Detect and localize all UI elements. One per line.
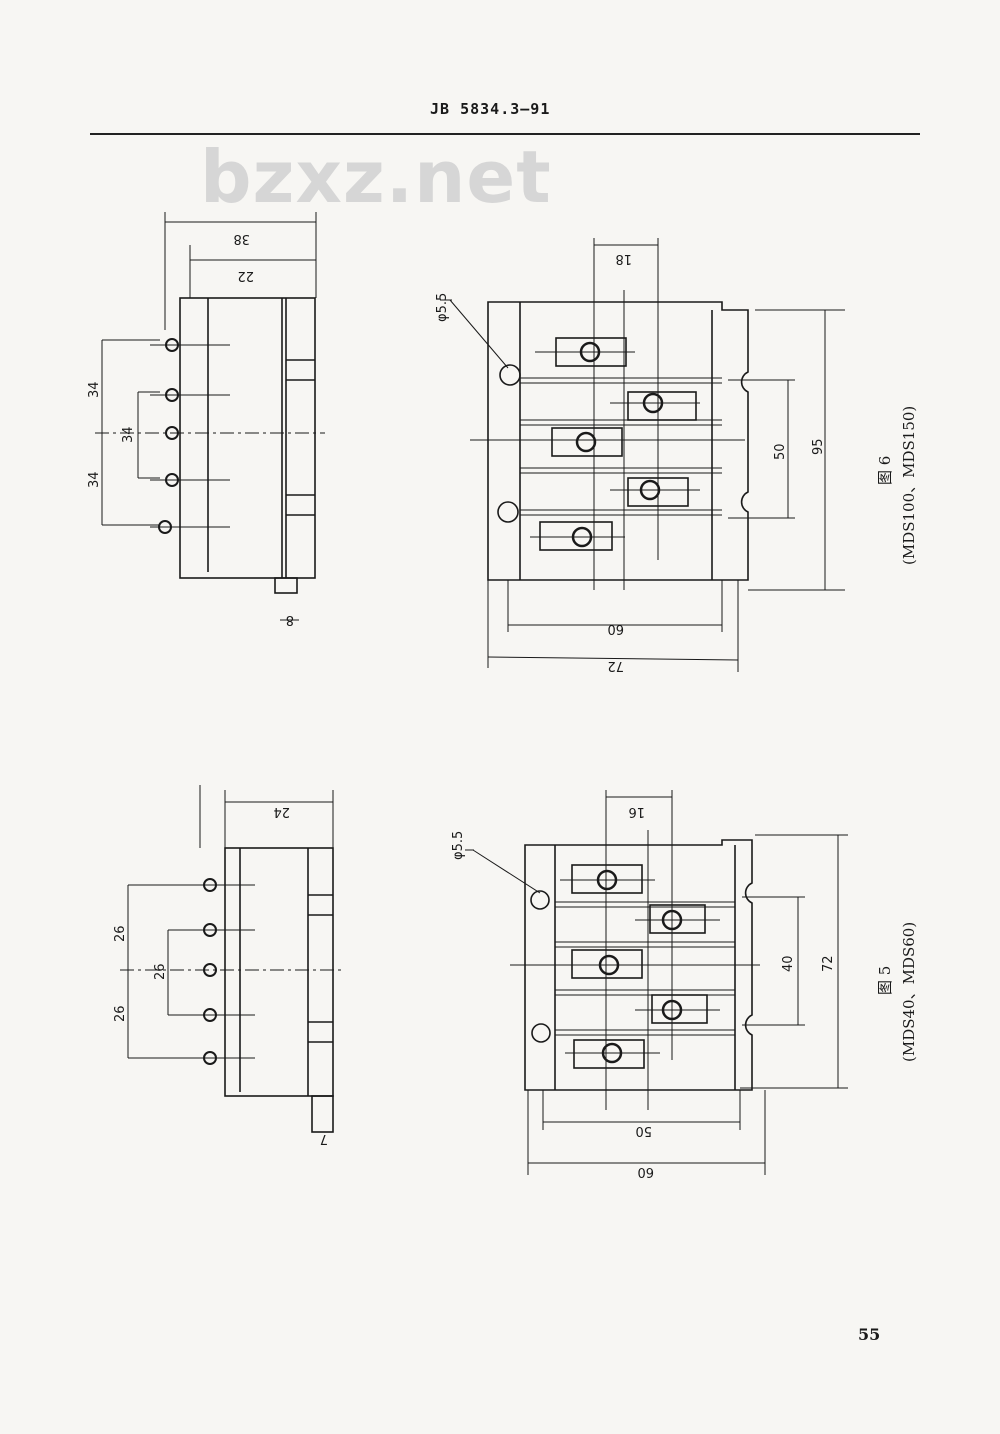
fig6-dim-pitch: 18 xyxy=(615,251,632,266)
fig6-models: (MDS100、MDS150) xyxy=(900,406,918,565)
fig6-side-dim-width: 38 xyxy=(233,231,250,246)
standard-code: JB 5834.3—91 xyxy=(430,100,551,118)
fig5-dim-holes: 40 xyxy=(781,955,796,972)
fig5-dim-pitch: 16 xyxy=(628,804,645,819)
watermark-text: bzxz.net xyxy=(200,135,552,219)
fig5-dim-height: 72 xyxy=(821,955,836,972)
fig6-side-dim-inner: 22 xyxy=(237,268,254,283)
fig5-dim-inner-width: 50 xyxy=(635,1123,652,1138)
fig5-side-pitch-3: 26 xyxy=(113,1005,128,1022)
fig6-side-pitch-3: 34 xyxy=(87,471,102,488)
fig5-side-dim-thickness: 7 xyxy=(320,1131,328,1146)
fig6-side-pitch-1: 34 xyxy=(87,381,102,398)
header-rule xyxy=(90,133,920,135)
fig5-side-pitch-2: 26 xyxy=(153,963,168,980)
fig5-dim-width: 60 xyxy=(637,1164,654,1179)
fig6-dim-inner-width: 60 xyxy=(607,621,624,636)
fig6-side-dim-thickness: 8 xyxy=(286,612,294,627)
fig5-hole-label: φ5.5 xyxy=(451,831,466,860)
fig6-dim-height: 95 xyxy=(811,438,826,455)
fig5-models: (MDS40、MDS60) xyxy=(900,922,918,1062)
fig6-hole-label: φ5.5 xyxy=(435,293,450,322)
fig5-caption: 图 5 xyxy=(876,966,894,995)
fig5-front-view xyxy=(465,790,848,1175)
fig5-side-pitch-1: 26 xyxy=(113,925,128,942)
fig6-dim-width: 72 xyxy=(607,658,624,673)
fig6-dim-holes: 50 xyxy=(773,443,788,460)
fig6-side-view xyxy=(95,212,325,621)
fig6-side-pitch-2: 34 xyxy=(121,426,136,443)
fig6-caption: 图 6 xyxy=(876,456,894,485)
fig5-side-dim-width: 24 xyxy=(273,804,290,819)
page-number: 55 xyxy=(858,1325,881,1344)
fig6-front-view xyxy=(440,238,845,672)
fig5-side-view xyxy=(120,785,345,1133)
